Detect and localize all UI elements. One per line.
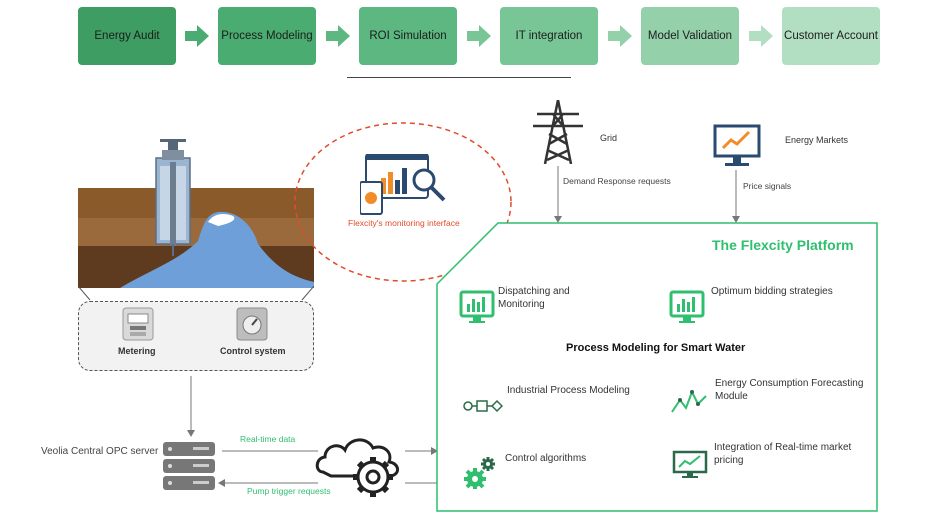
step-customer-account: Customer Account [782,7,880,65]
cloud-gear-icon [315,438,399,497]
control-system-icon [236,307,268,341]
step-arrow-icon [608,25,632,47]
realtime-data-label: Real-time data [240,434,296,444]
step-arrow-icon [467,25,491,47]
forecast-wave-icon [671,389,707,413]
realtime-data-arrow [222,450,318,452]
step-roi-simulation: ROI Simulation [359,7,457,65]
monitoring-ellipse [294,122,512,282]
server-icon [163,442,215,490]
platform-subtitle: Process Modeling for Smart Water [566,342,746,354]
forecasting-label: Energy Consumption Forecasting Module [715,378,864,402]
metering-label: Metering [118,346,156,356]
step-model-validation: Model Validation [641,7,739,65]
pricing-integration-label: Integration of Real-time market pricing [714,442,852,466]
grid-arrow [554,166,562,223]
market-monitor-icon [713,124,761,166]
bidding-chart-icon [669,290,705,323]
server-label: Veolia Central OPC server [41,446,159,457]
market-arrow [732,170,740,223]
platform-title: The Flexcity Platform [712,237,854,253]
control-algorithms-label: Control algorithms [505,453,587,464]
meter-icon [122,307,154,341]
step-process-modeling: Process Modeling [218,7,316,65]
step-it-integration: IT integration [500,7,598,65]
demand-response-label: Demand Response requests [563,176,671,186]
power-tower-icon [533,100,583,164]
monitoring-dashboard-icon [360,154,446,215]
ground-section-illustration [78,139,314,288]
bidding-label: Optimum bidding strategies [711,286,833,297]
industrial-modeling-label: Industrial Process Modeling [507,385,630,396]
dispatching-label: Dispatching and Monitoring [498,286,570,310]
process-underline [347,77,571,78]
pricing-monitor-icon [672,450,708,478]
cloud-to-platform-arrow [405,447,438,455]
control-system-label: Control system [220,346,286,356]
step-arrow-icon [185,25,209,47]
gears-icon [464,457,495,489]
platform-frame [436,222,878,512]
process-flow-icon [463,399,503,413]
pump-trigger-arrow [218,479,318,487]
pump-trigger-label: Pump trigger requests [247,486,331,496]
dispatching-chart-icon [459,290,495,323]
step-arrow-icon [326,25,350,47]
price-signals-label: Price signals [743,181,792,191]
step-energy-audit: Energy Audit [78,7,176,65]
monitoring-label: Flexcity's monitoring interface [348,218,460,228]
equipment-to-server-arrow [187,376,195,437]
equipment-box [78,301,314,371]
grid-label: Grid [600,133,618,143]
platform-to-cloud-line [405,482,439,484]
energy-markets-label: Energy Markets [785,135,849,145]
step-arrow-icon [749,25,773,47]
zoom-connector [78,286,314,301]
